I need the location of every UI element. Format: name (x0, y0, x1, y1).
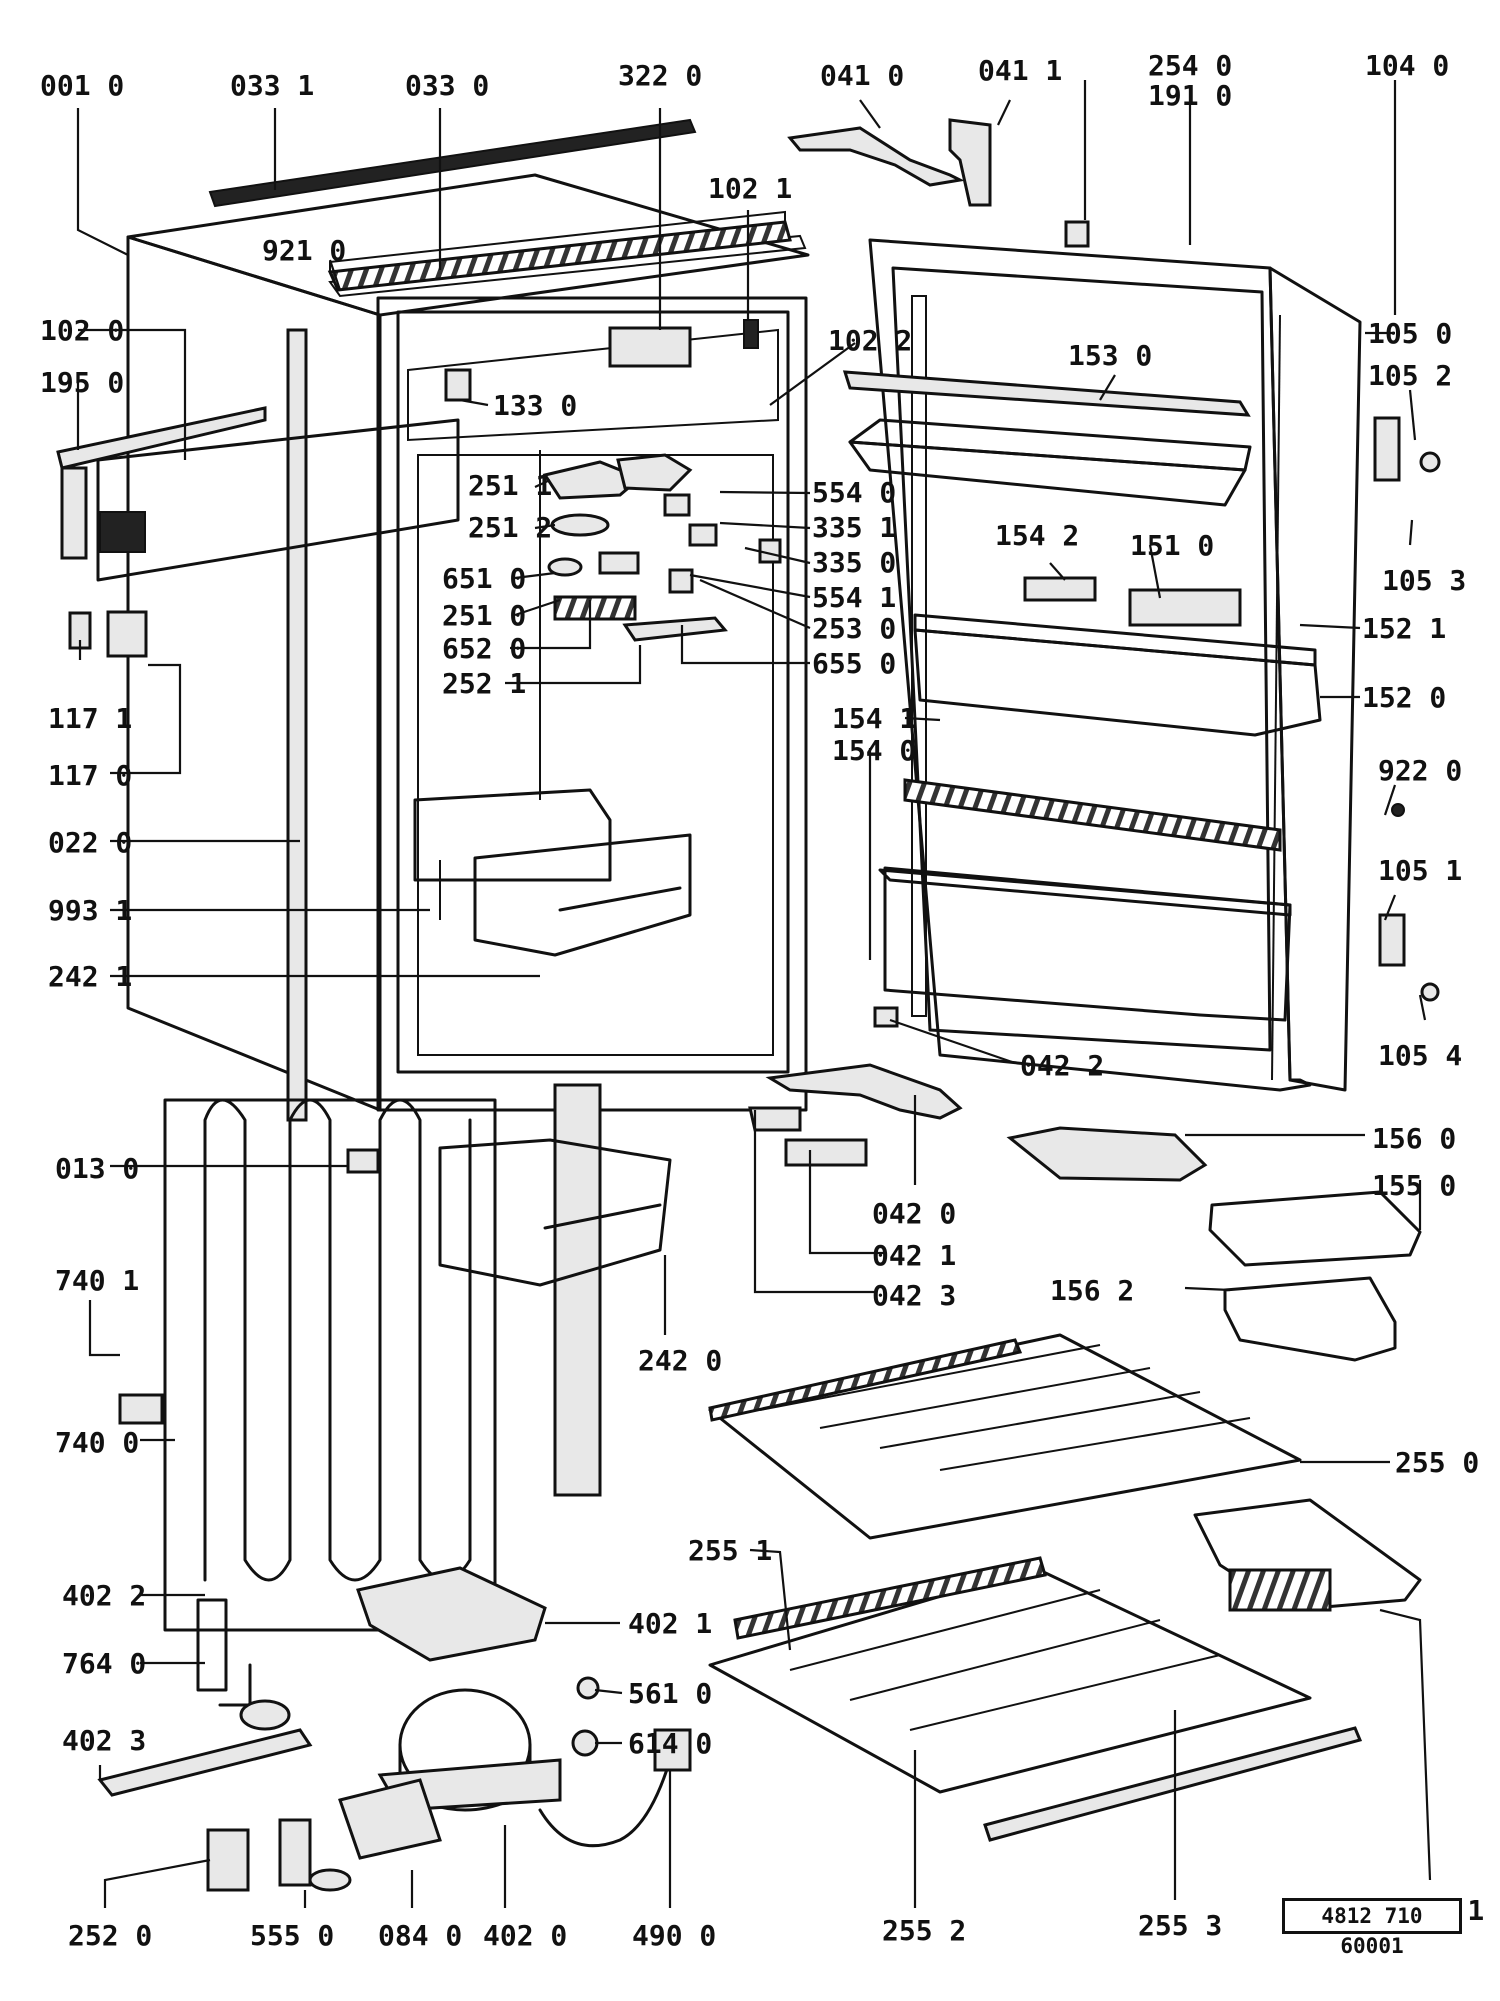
label-255-1: 255 1 (688, 1534, 772, 1567)
label-033-0: 033 0 (405, 69, 489, 102)
leader-lines (76, 80, 1432, 1908)
label-041-1: 041 1 (978, 54, 1062, 87)
label-154-0: 154 0 (832, 734, 916, 767)
label-117-1: 117 1 (48, 702, 132, 735)
label-402-2: 402 2 (62, 1579, 146, 1612)
hinges (748, 118, 992, 1167)
label-102-0: 102 0 (40, 314, 124, 347)
label-252-0: 252 0 (68, 1919, 152, 1952)
label-102-2: 102 2 (828, 324, 912, 357)
light-cover (56, 406, 460, 582)
label-614-0: 614 0 (628, 1727, 712, 1760)
label-651-0: 651 0 (442, 562, 526, 595)
label-254-0: 254 0 (1148, 49, 1232, 82)
label-195-0: 195 0 (40, 366, 124, 399)
label-105-0: 105 0 (1368, 317, 1452, 350)
label-335-1: 335 1 (812, 511, 896, 544)
label-105-3: 105 3 (1382, 564, 1466, 597)
label-253-0: 253 0 (812, 612, 896, 645)
document-number: 4812 710 60001 (1282, 1898, 1462, 1958)
cabinet (126, 173, 810, 1122)
door (868, 238, 1362, 1092)
label-251-1: 251 1 (468, 469, 552, 502)
label-402-1: 402 1 (628, 1607, 712, 1640)
label-242-0: 242 0 (638, 1344, 722, 1377)
label-251-2: 251 2 (468, 511, 552, 544)
label-335-0: 335 0 (812, 546, 896, 579)
label-490-0: 490 0 (632, 1919, 716, 1952)
label-402-0: 402 0 (483, 1919, 567, 1952)
freezer-drawer (413, 788, 692, 957)
label-152-0: 152 0 (1362, 681, 1446, 714)
light-switch (68, 610, 148, 658)
label-084-0: 084 0 (378, 1919, 462, 1952)
compressor-assembly (196, 1566, 692, 1848)
label-042-2: 042 2 (1020, 1049, 1104, 1082)
label-255-3: 255 3 (1138, 1909, 1222, 1942)
condenser-coil (163, 1083, 602, 1632)
label-156-0: 156 0 (1372, 1122, 1456, 1155)
label-042-3: 042 3 (872, 1279, 956, 1312)
label-402-3: 402 3 (62, 1724, 146, 1757)
label-554-0: 554 0 (812, 476, 896, 509)
crisper-drawer (438, 1138, 672, 1287)
label-022-0: 022 0 (48, 826, 132, 859)
label-252-1: 252 1 (442, 667, 526, 700)
label-041-0: 041 0 (820, 59, 904, 92)
label-154-2: 154 2 (995, 519, 1079, 552)
label-102-1: 102 1 (708, 172, 792, 205)
label-105-1: 105 1 (1378, 854, 1462, 887)
top-trim-strips (208, 118, 792, 292)
label-042-0: 042 0 (872, 1197, 956, 1230)
label-242-1: 242 1 (48, 960, 132, 993)
label-151-0: 151 0 (1130, 529, 1214, 562)
label-117-0: 117 0 (48, 759, 132, 792)
label-156-2: 156 2 (1050, 1274, 1134, 1307)
label-105-2: 105 2 (1368, 359, 1452, 392)
label-764-0: 764 0 (62, 1647, 146, 1680)
label-922-0: 922 0 (1378, 754, 1462, 787)
thermostat-assembly (542, 319, 782, 642)
accessories (1006, 1126, 1422, 1612)
label-255-2: 255 2 (882, 1914, 966, 1947)
label-655-0: 655 0 (812, 647, 896, 680)
label-561-0: 561 0 (628, 1677, 712, 1710)
label-255-0: 255 0 (1395, 1446, 1479, 1479)
label-013-0: 013 0 (55, 1152, 139, 1185)
label-155-0: 155 0 (1372, 1169, 1456, 1202)
label-042-1: 042 1 (872, 1239, 956, 1272)
label-993-1: 993 1 (48, 894, 132, 927)
label-251-0: 251 0 (442, 599, 526, 632)
label-105-4: 105 4 (1378, 1039, 1462, 1072)
glass-shelves (708, 1333, 1363, 1842)
label-001-0: 001 0 (40, 69, 124, 102)
label-921-0: 921 0 (262, 234, 346, 267)
label-133-0: 133 0 (493, 389, 577, 422)
part-labels: 001 0 033 1 033 0 322 0 041 0 041 1 254 … (40, 49, 1484, 1952)
label-033-1: 033 1 (230, 69, 314, 102)
label-104-0: 104 0 (1365, 49, 1449, 82)
label-154-1: 154 1 (832, 702, 916, 735)
label-153-0: 153 0 (1068, 339, 1152, 372)
label-554-1: 554 1 (812, 581, 896, 614)
label-191-0: 191 0 (1148, 79, 1232, 112)
label-740-0: 740 0 (55, 1426, 139, 1459)
door-shelves (842, 370, 1322, 1022)
label-652-0: 652 0 (442, 632, 526, 665)
label-740-1: 740 1 (55, 1264, 139, 1297)
label-322-0: 322 0 (618, 59, 702, 92)
label-152-1: 152 1 (1362, 612, 1446, 645)
base-brackets (97, 1393, 442, 1892)
label-555-0: 555 0 (250, 1919, 334, 1952)
door-clips (1064, 220, 1441, 1002)
